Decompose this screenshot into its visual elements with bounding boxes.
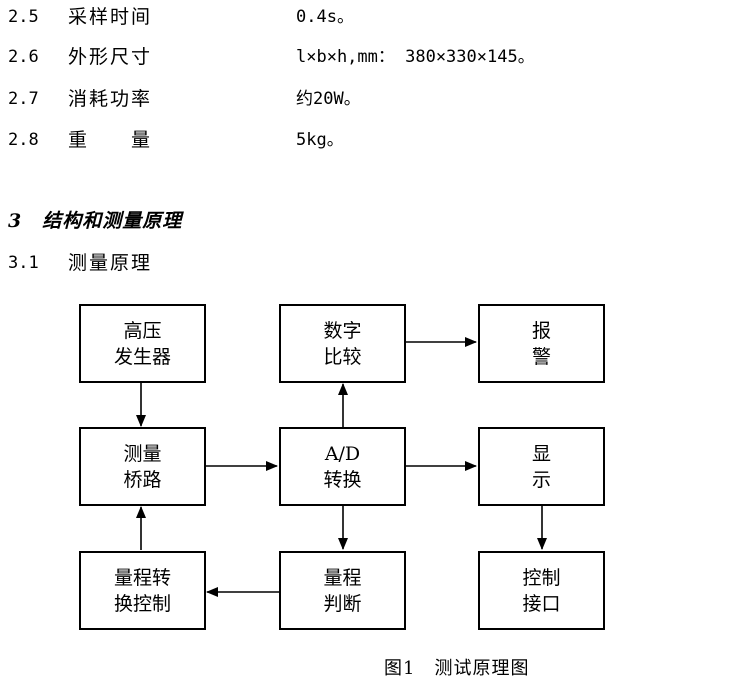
block-label-line: 警 (531, 345, 551, 368)
spec-number: 2.8 (8, 130, 39, 150)
spec-value: 0.4s。 (296, 7, 354, 27)
block-measure-bridge: 测量 桥路 (79, 427, 206, 506)
block-label-line: 示 (531, 468, 551, 491)
block-label-line: 控制 (522, 566, 561, 589)
block-ad-convert: A/D 转换 (279, 427, 406, 506)
spec-row-weight: 2.8 重 量 5kg。 (0, 125, 753, 155)
block-range-judge: 量程 判断 (279, 551, 406, 630)
spec-number: 2.6 (8, 47, 39, 67)
spec-label: 消耗功率 (68, 88, 153, 110)
spec-value: 约20W。 (296, 89, 361, 109)
spec-row-power: 2.7 消耗功率 约20W。 (0, 84, 753, 114)
spec-row-dimensions: 2.6 外形尺寸 l×b×h,mm： 380×330×145。 (0, 42, 753, 72)
spec-label: 外形尺寸 (68, 46, 153, 68)
subsection-title: 测量原理 (68, 252, 153, 274)
block-label-line: 转换 (323, 468, 362, 491)
block-label-line: 比较 (323, 345, 362, 368)
subsection-number: 3.1 (8, 253, 39, 273)
block-control-interface: 控制 接口 (478, 551, 605, 630)
spec-row-sampling-time: 2.5 采样时间 0.4s。 (0, 2, 753, 32)
spec-value: 5kg。 (296, 130, 344, 150)
section-heading: 3 结构和测量原理 (8, 210, 183, 232)
spec-value: l×b×h,mm： 380×330×145。 (296, 47, 535, 67)
block-label-line: 判断 (323, 592, 362, 615)
block-label-line: 量程 (323, 566, 362, 589)
block-label-line: A/D (324, 442, 361, 465)
subsection-heading: 3.1 测量原理 (0, 248, 753, 278)
block-label-line: 接口 (522, 592, 561, 615)
block-label-line: 测量 (123, 442, 162, 465)
block-label-line: 高压 (123, 319, 162, 342)
block-range-switch-control: 量程转 换控制 (79, 551, 206, 630)
block-label-line: 数字 (323, 319, 362, 342)
block-label-line: 桥路 (123, 468, 162, 491)
spec-label: 重 量 (68, 129, 153, 151)
block-label-line: 显 (531, 442, 551, 465)
spec-number: 2.7 (8, 89, 39, 109)
block-label-line: 报 (531, 319, 551, 342)
block-digital-compare: 数字 比较 (279, 304, 406, 383)
block-hv-generator: 高压 发生器 (79, 304, 206, 383)
block-alarm: 报 警 (478, 304, 605, 383)
block-label-line: 换控制 (113, 592, 171, 615)
block-display: 显 示 (478, 427, 605, 506)
block-label-line: 发生器 (113, 345, 171, 368)
spec-number: 2.5 (8, 7, 39, 27)
block-label-line: 量程转 (113, 566, 171, 589)
figure-caption: 图1 测试原理图 (384, 658, 530, 679)
spec-label: 采样时间 (68, 6, 153, 28)
